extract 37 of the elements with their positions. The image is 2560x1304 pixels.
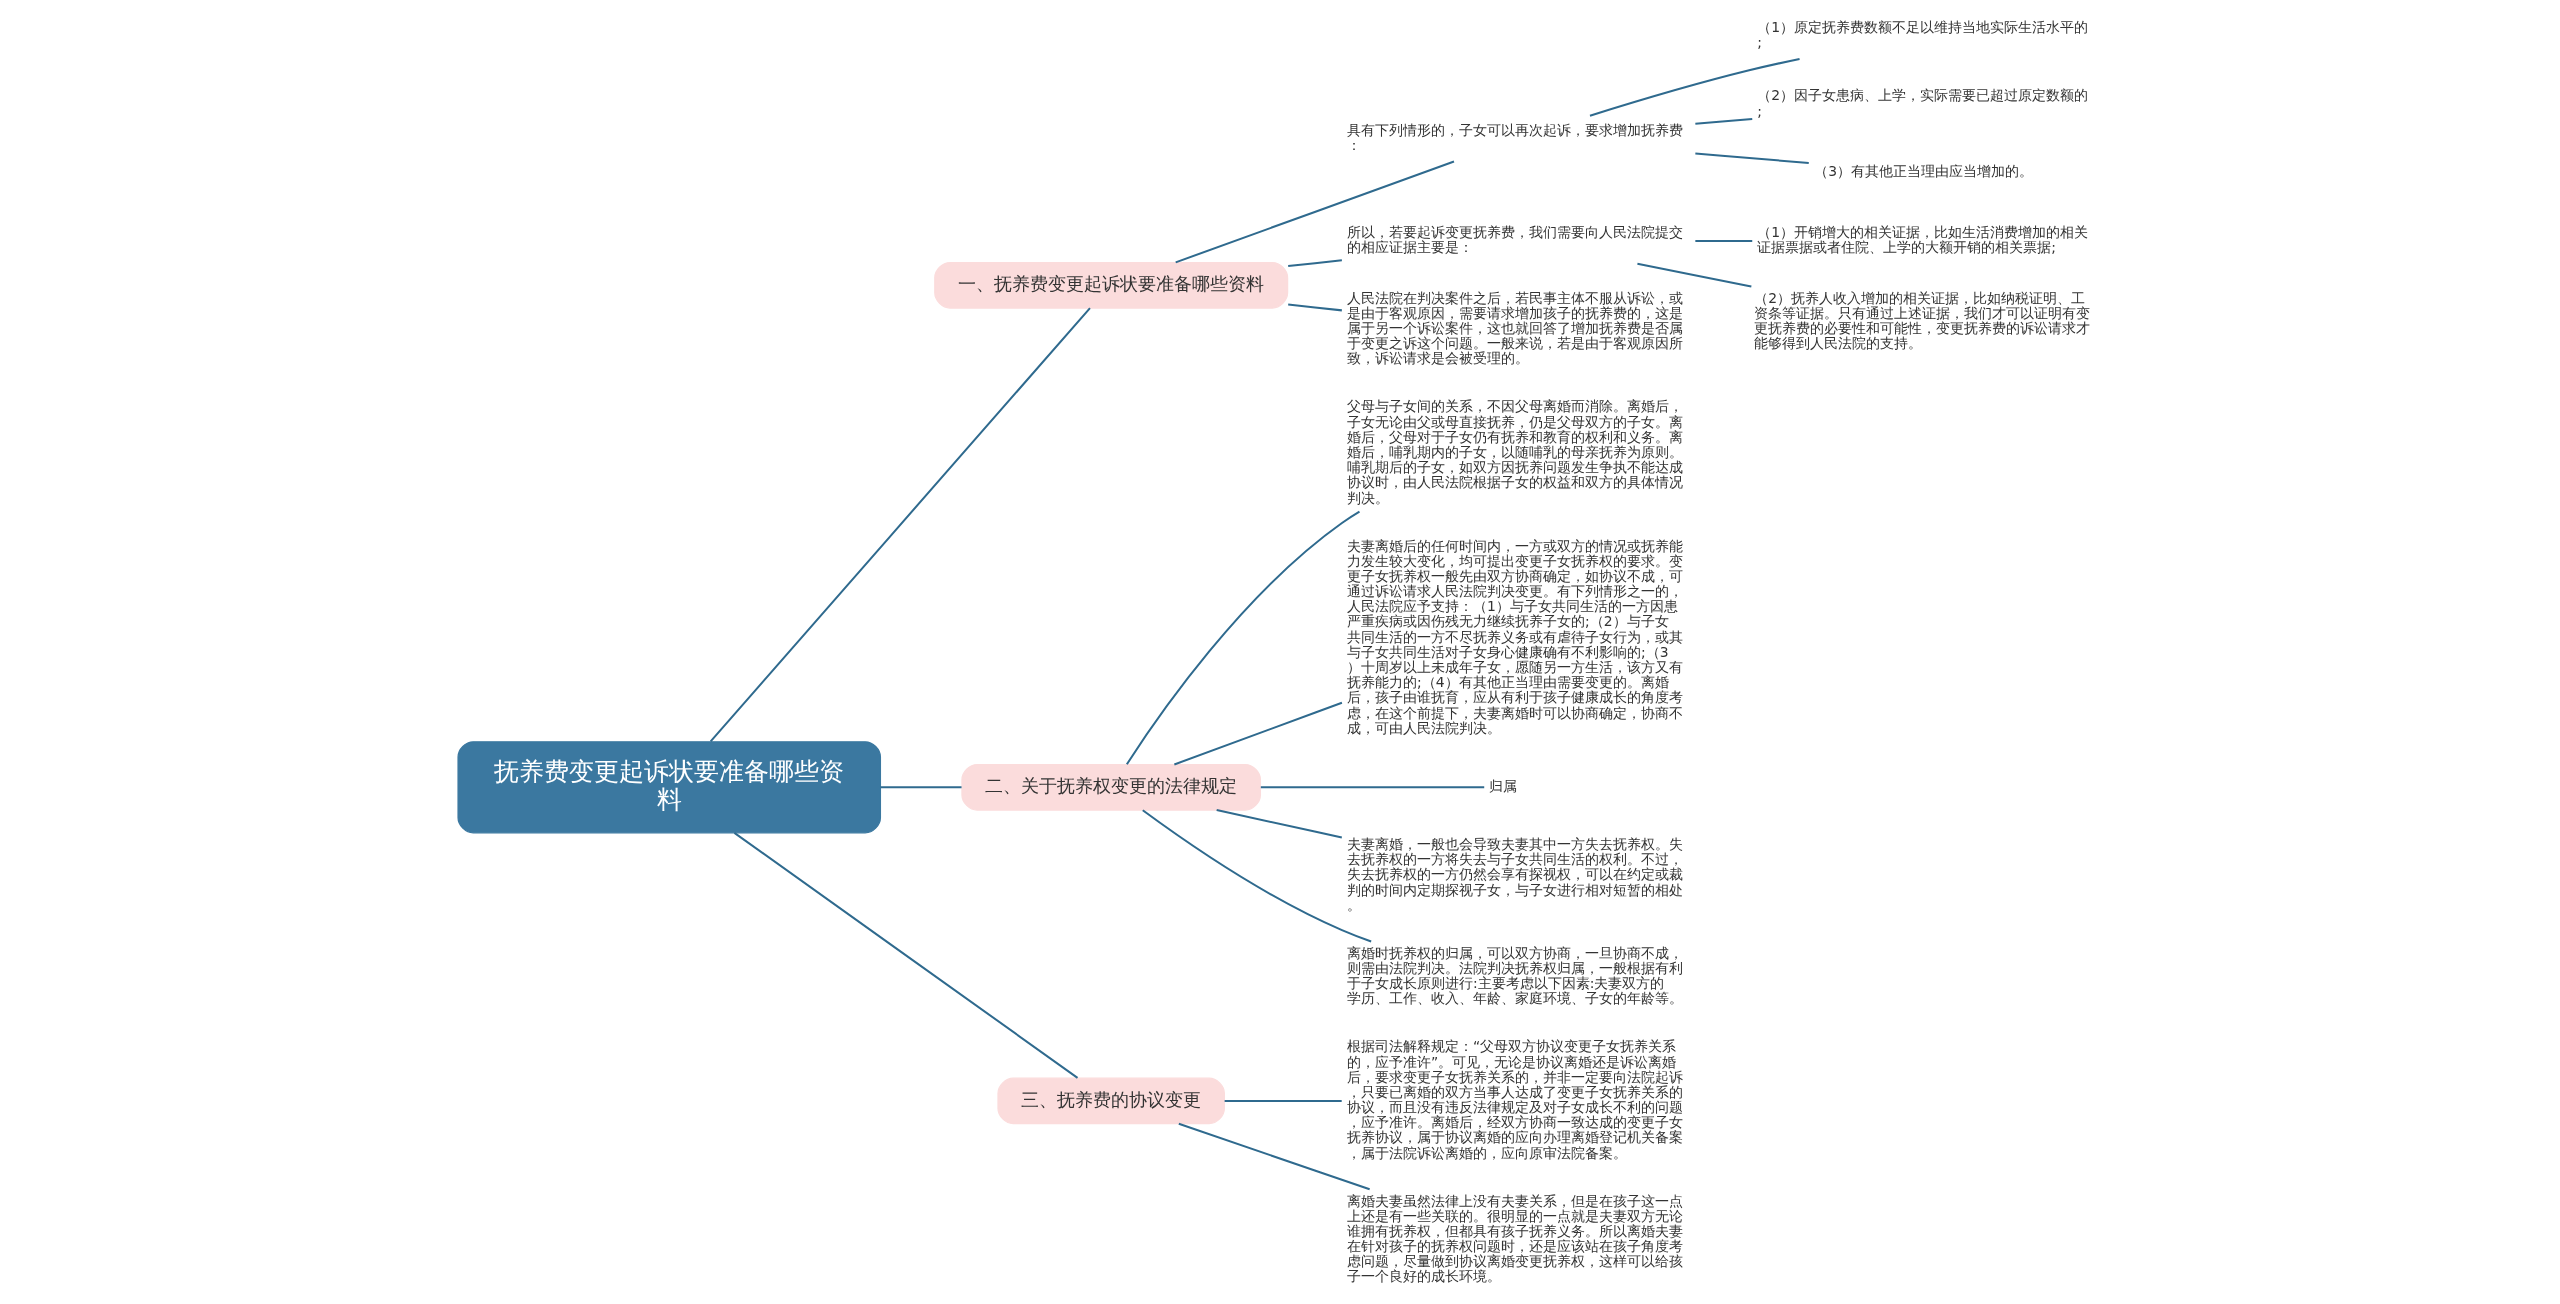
node-text: （3）有其他正当理由应当增加的。 xyxy=(1814,163,2034,180)
connector xyxy=(733,832,1079,1079)
node-text: 离婚夫妻虽然法律上没有夫妻关系，但是在孩子这一点上还是有一些关联的。很明显的一点就是夫妻双方无论谁拥有抚养权，但都具有孩子抚养义务。所以离婚夫妻在针对孩子的抚养权问题时，还是应该站在孩子角度考虑问题，尽量做到协议离婚变更抚养权，这样可以给孩子一个良好的成长环境。 xyxy=(1347,1192,1684,1285)
node-text: （1）原定抚养费数额不足以维持当地实际生活水平的; xyxy=(1757,19,2089,51)
connector xyxy=(1589,57,1800,117)
node-text: 夫妻离婚后的任何时间内，一方或双方的情况或抚养能力发生较大变化，均可提出变更子女抚养权的要求。变更子女抚养权一般先由双方协商确定，如协议不成，可通过诉讼请求人民法院判决变更。有下列情形之一的，人民法院应予支持：（1）与子女共同生活的一方因患严重疾病或因伤残无力继续抚养子女的;（2）与子女共同生活的一方不尽抚养义务或有虐待子女行为，或其与子女共同生活对子女身心健康确有不利影响的;（3）十周岁以上未成年子女，愿随另一方生活，该方又有抚养能力的;（4）有其他正当理由需要变更的。离婚后，孩子由谁抚育，应从有利于孩子健康成长的角度考虑，在这个前提下，夫妻离婚时可以协商确定，协商不成，可由人民法院判决。 xyxy=(1347,537,1684,736)
connector xyxy=(1174,701,1343,766)
node-text: 所以，若要起诉变更抚养费，我们需要向人民法院提交的相应证据主要是： xyxy=(1347,223,1684,256)
connector xyxy=(1178,1122,1370,1191)
node-box: 二、关于抚养权变更的法律规定 xyxy=(961,763,1262,811)
connector xyxy=(1637,262,1752,288)
connector xyxy=(1260,786,1485,789)
connector xyxy=(709,307,1091,743)
node-text: （1）开销增大的相关证据，比如生活消费增加的相关证据票据或者住院、上学的大额开销的相关票据; xyxy=(1757,223,2089,256)
node-text: 根据司法解释规定：“父母双方协议变更子女抚养关系的，应予准许”。可见，无论是协议离婚还是诉讼离婚后，要求变更子女抚养关系的，并非一定要向法院起诉，只要已离婚的双方当事人达成了变更子女抚养关系的协议，而且没有违反法律规定及对子女成长不利的问题，应予准许。离婚后，经双方协商一致达成的变更子女抚养协议，属于协议离婚的应向办理离婚登记机关备案，属于法院诉讼离婚的，应向原审法院备案。 xyxy=(1347,1038,1684,1161)
connector xyxy=(1126,510,1360,765)
connector xyxy=(1288,259,1342,268)
node-text: 离婚时抚养权的归属，可以双方协商，一旦协商不成，则需由法院判决。法院判决抚养权归属，一般根据有利于子女成长原则进行:主要考虑以下因素:夫妻双方的学历、工作、收入、年龄、家庭环境、子女的年龄等。 xyxy=(1347,944,1684,1007)
connector xyxy=(1142,809,1372,943)
node-text: 夫妻离婚，一般也会导致夫妻其中一方失去抚养权。失去抚养权的一方将失去与子女共同生活的权利。不过，失去抚养权的一方仍然会享有探视权，可以在约定或裁判的时间内定期探视子女，与子女进行相对短暂的相处。 xyxy=(1347,836,1684,913)
connector xyxy=(1288,303,1342,312)
connector xyxy=(1216,809,1343,839)
connector xyxy=(1695,240,1753,243)
node-text: （2）因子女患病、上学，实际需要已超过原定数额的; xyxy=(1757,87,2089,119)
node-text: 父母与子女间的关系，不因父母离婚而消除。离婚后，子女无论由父或母直接抚养，仍是父母双方的子女。离婚后，父母对于子女仍有抚养和教育的权利和义务。离婚后，哺乳期内的子女，以随哺乳的母亲抚养为原则。哺乳期后的子女，如双方因抚养问题发生争执不能达成协议时，由人民法院根据子女的权益和双方的具体情况判决。 xyxy=(1347,398,1684,506)
connector xyxy=(1175,160,1455,264)
node-text: （2）抚养人收入增加的相关证据，比如纳税证明、工资条等证据。只有通过上述证据，我们才可以证明有变更抚养费的必要性和可能性，变更抚养费的诉讼请求才能够得到人民法院的支持。 xyxy=(1754,289,2091,352)
connector xyxy=(880,786,962,789)
connector xyxy=(1224,1099,1342,1102)
node-text: 人民法院在判决案件之后，若民事主体不服从诉讼，或是由于客观原因，需要请求增加孩子的抚养费的，这是属于另一个诉讼案件，这也就回答了增加抚养费是否属于变更之诉这个问题。一般来说，若是由于客观原因所致，诉讼请求是会被受理的。 xyxy=(1347,289,1684,367)
node-box: 抚养费变更起诉状要准备哪些资料 xyxy=(457,741,882,834)
node-box: 一、抚养费变更起诉状要准备哪些资料 xyxy=(934,261,1289,309)
node-text: 具有下列情形的，子女可以再次起诉，要求增加抚养费： xyxy=(1347,121,1684,153)
connector xyxy=(1695,152,1809,164)
connector xyxy=(1695,117,1753,125)
node-box: 三、抚养费的协议变更 xyxy=(997,1077,1225,1125)
node-text: 归属 xyxy=(1489,777,1518,794)
